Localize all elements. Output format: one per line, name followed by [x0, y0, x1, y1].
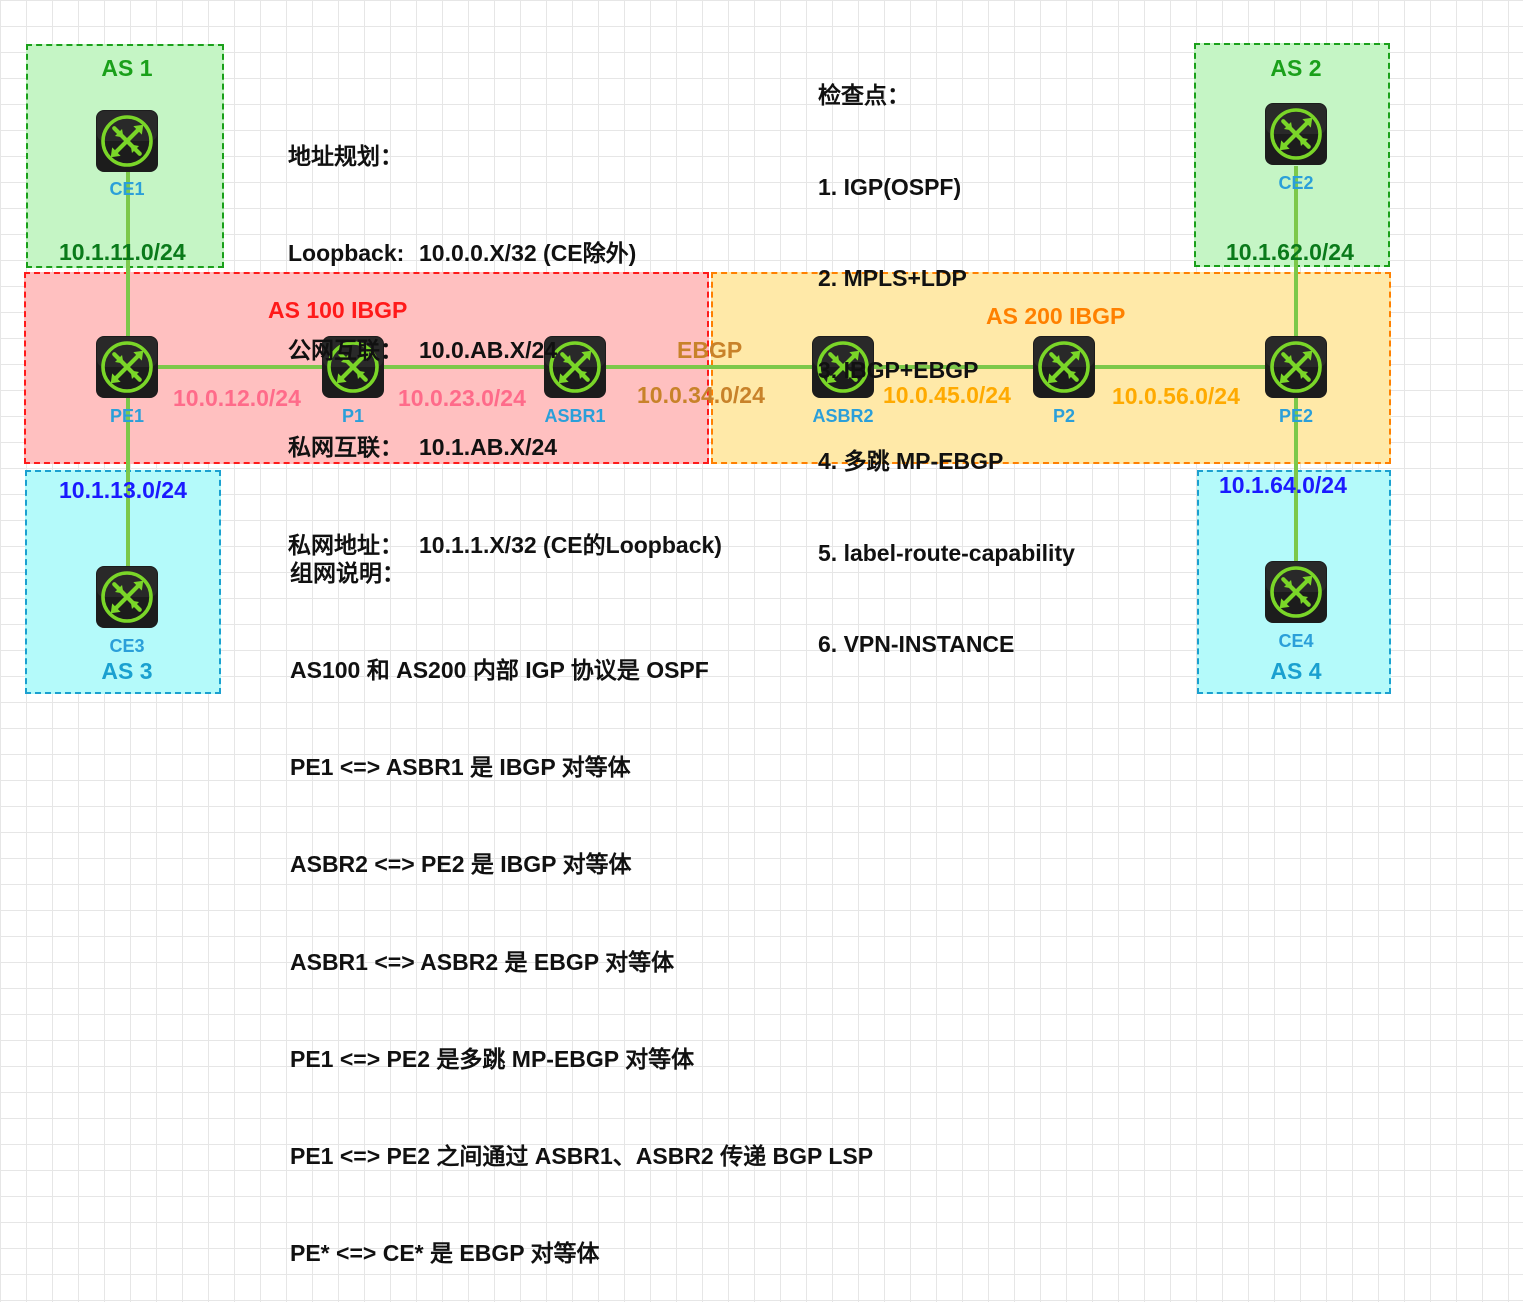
- link-backbone: [128, 365, 1296, 369]
- device-label-ce3: CE3: [109, 636, 145, 656]
- network-label-p1-asbr1: 10.0.23.0/24: [398, 385, 526, 411]
- loopback-key: Loopback:: [288, 240, 405, 267]
- address-plan: 地址规划： Loopback: 10.0.0.X/32 (CE除外) 公网互联： 1…: [288, 75, 722, 593]
- network-note-line: PE1 <=> ASBR1 是 IBGP 对等体: [290, 754, 631, 781]
- device-label-asbr1: ASBR1: [544, 406, 606, 426]
- router-p2[interactable]: [1032, 335, 1096, 399]
- as200-label: AS 200 IBGP: [986, 303, 1126, 329]
- router-ce4[interactable]: [1264, 560, 1328, 624]
- checkpoint-item: 6. VPN-INSTANCE: [818, 631, 1015, 657]
- private-link-key: 私网互联：: [288, 434, 403, 461]
- router-icon: [543, 335, 607, 399]
- router-pe2[interactable]: [1264, 335, 1328, 399]
- router-icon: [1264, 102, 1328, 166]
- link-ce1-pe1: [126, 170, 130, 370]
- network-note-line: PE* <=> CE* 是 EBGP 对等体: [290, 1240, 600, 1267]
- device-label-ce4: CE4: [1278, 631, 1314, 651]
- address-plan-private-addr: 私网地址： 10.1.1.X/32 (CE的Loopback): [288, 529, 722, 561]
- public-value: 10.0.AB.X/24: [419, 337, 558, 364]
- as100-label: AS 100 IBGP: [268, 297, 408, 323]
- network-notes-title: 组网说明：: [290, 559, 405, 586]
- router-asbr1[interactable]: [543, 335, 607, 399]
- link-ce2-pe2: [1294, 166, 1298, 370]
- router-pe1[interactable]: [95, 335, 159, 399]
- router-icon: [1032, 335, 1096, 399]
- checkpoints: 检查点： 1. IGP(OSPF) 2. MPLS+LDP 3. IBGP+EB…: [818, 19, 1075, 690]
- device-label-asbr2: ASBR2: [812, 406, 874, 426]
- network-notes: 组网说明： AS100 和 AS200 内部 IGP 协议是 OSPF PE1 …: [290, 492, 873, 1302]
- router-icon: [1264, 560, 1328, 624]
- loopback-value: 10.0.0.X/32 (CE除外): [419, 240, 637, 267]
- network-note-line: PE1 <=> PE2 是多跳 MP-EBGP 对等体: [290, 1045, 695, 1072]
- router-icon: [95, 109, 159, 173]
- router-ce2[interactable]: [1264, 102, 1328, 166]
- checkpoints-title: 检查点：: [818, 82, 910, 108]
- network-label-asbr1-asbr2: 10.0.34.0/24: [637, 382, 765, 408]
- network-note-line: AS100 和 AS200 内部 IGP 协议是 OSPF: [290, 657, 709, 684]
- as1-label: AS 1: [101, 55, 153, 81]
- router-ce1[interactable]: [95, 109, 159, 173]
- router-icon: [95, 335, 159, 399]
- router-icon: [1264, 335, 1328, 399]
- device-label-ce2: CE2: [1278, 173, 1314, 193]
- address-plan-private-link: 私网互联： 10.1.AB.X/24: [288, 431, 722, 463]
- router-icon: [321, 335, 385, 399]
- address-plan-loopback: Loopback: 10.0.0.X/32 (CE除外): [288, 237, 722, 269]
- network-label-ce3-pe1: 10.1.13.0/24: [59, 477, 187, 503]
- as3-label: AS 3: [101, 658, 153, 684]
- network-note-line: ASBR1 <=> ASBR2 是 EBGP 对等体: [290, 948, 675, 975]
- private-link-value: 10.1.AB.X/24: [419, 434, 558, 461]
- router-icon: [811, 335, 875, 399]
- ebgp-label: EBGP: [677, 337, 743, 363]
- checkpoint-item: 1. IGP(OSPF): [818, 173, 962, 200]
- checkpoint-item: 5. label-route-capability: [818, 539, 1075, 566]
- network-label-p2-pe2: 10.0.56.0/24: [1112, 383, 1240, 409]
- device-label-pe1: PE1: [109, 406, 145, 426]
- network-label-ce2-pe2: 10.1.62.0/24: [1226, 239, 1354, 265]
- private-addr-key: 私网地址：: [288, 531, 403, 558]
- network-label-pe1-p1: 10.0.12.0/24: [173, 385, 301, 411]
- router-p1[interactable]: [321, 335, 385, 399]
- address-plan-title: 地址规划：: [288, 142, 403, 169]
- network-label-ce4-pe2: 10.1.64.0/24: [1219, 472, 1347, 498]
- router-asbr2[interactable]: [811, 335, 875, 399]
- network-note-line: ASBR2 <=> PE2 是 IBGP 对等体: [290, 851, 632, 878]
- private-addr-value: 10.1.1.X/32 (CE的Loopback): [419, 531, 722, 558]
- link-pe1-ce3: [126, 366, 130, 601]
- link-pe2-ce4: [1294, 366, 1298, 592]
- device-label-p1: P1: [341, 406, 365, 426]
- network-label-ce1-pe1: 10.1.11.0/24: [59, 239, 186, 265]
- network-label-asbr2-p2: 10.0.45.0/24: [883, 382, 1011, 408]
- as4-label: AS 4: [1270, 658, 1322, 684]
- router-ce3[interactable]: [95, 565, 159, 629]
- device-label-p2: P2: [1052, 406, 1076, 426]
- as2-label: AS 2: [1270, 55, 1322, 81]
- checkpoint-item: 4. 多跳 MP-EBGP: [818, 448, 1004, 474]
- checkpoint-item: 2. MPLS+LDP: [818, 265, 967, 291]
- device-label-pe2: PE2: [1278, 406, 1314, 426]
- public-key: 公网互联：: [288, 337, 403, 364]
- network-note-line: PE1 <=> PE2 之间通过 ASBR1、ASBR2 传递 BGP LSP: [290, 1143, 874, 1170]
- device-label-ce1: CE1: [109, 179, 145, 199]
- address-plan-public: 公网互联： 10.0.AB.X/24: [288, 334, 722, 366]
- checkpoint-item: 3. IBGP+EBGP: [818, 356, 979, 383]
- router-icon: [95, 565, 159, 629]
